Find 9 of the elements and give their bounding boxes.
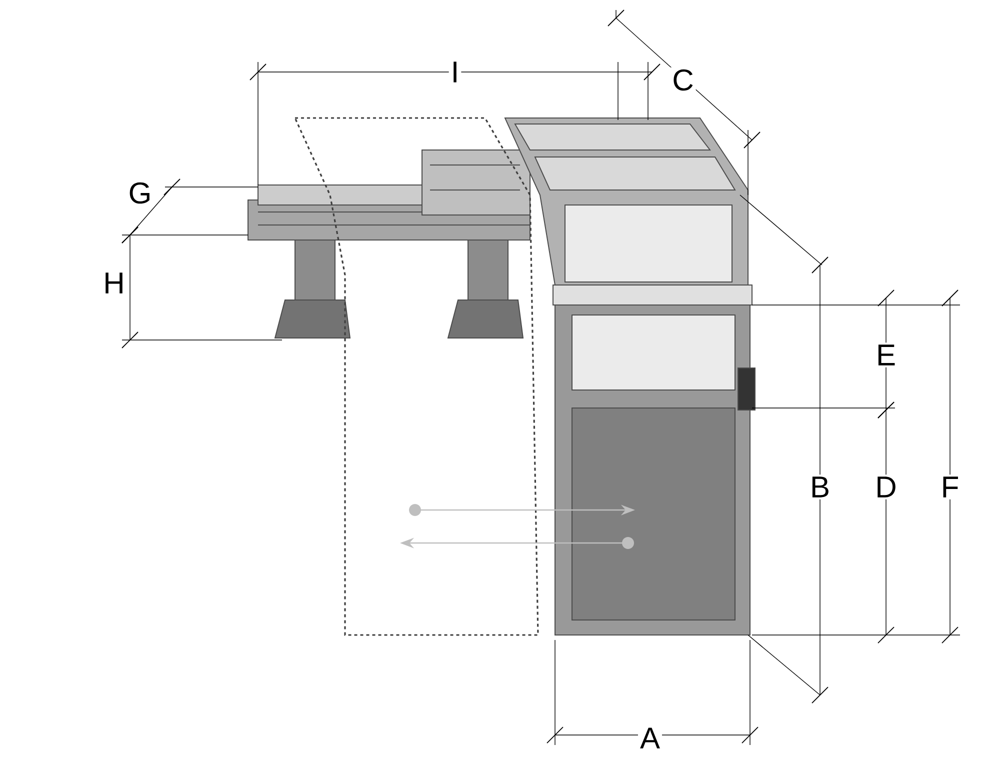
dimension-label: F [938,474,962,500]
dimension-label: G [126,180,154,206]
dimension-label: A [638,726,662,750]
dimension-label: C [670,67,696,93]
dimension-label: E [874,342,898,368]
dimension-label: B [808,474,832,500]
dimension-label: I [448,60,462,84]
dimension-label: D [873,474,899,500]
dimension-label: H [101,270,127,296]
